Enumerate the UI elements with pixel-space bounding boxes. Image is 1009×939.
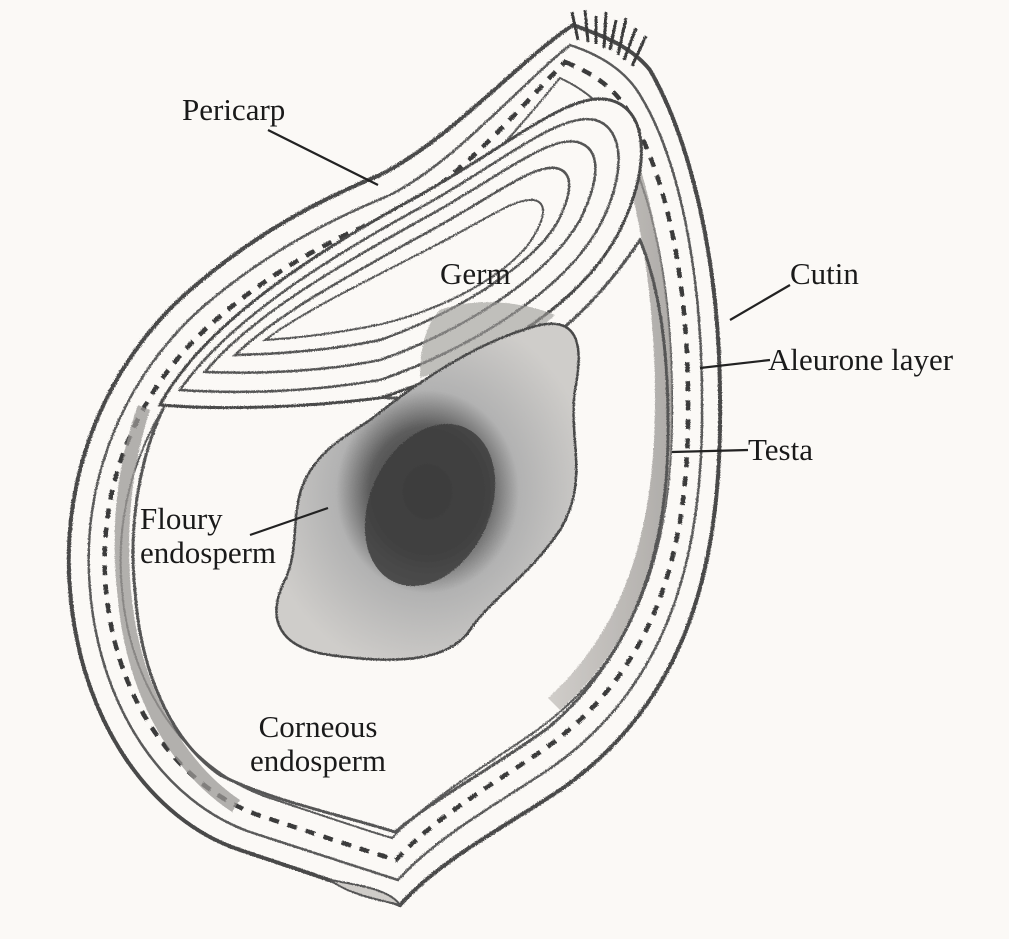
pericarp-leader xyxy=(268,130,378,185)
aleurone-leader xyxy=(700,360,770,368)
floury-endosperm-label: Floury endosperm xyxy=(140,502,276,570)
pericarp-label: Pericarp xyxy=(182,93,285,127)
aleurone-layer-label: Aleurone layer xyxy=(768,343,953,377)
corneous-endosperm-label: Corneous endosperm xyxy=(250,710,386,778)
floury-endosperm-label-line1: Floury xyxy=(140,502,276,536)
germ-label: Germ xyxy=(440,257,511,291)
cutin-label: Cutin xyxy=(790,257,859,291)
cutin-leader xyxy=(730,285,790,320)
testa-leader xyxy=(672,450,748,452)
corneous-endosperm-label-line1: Corneous xyxy=(250,710,386,744)
corneous-endosperm-label-line2: endosperm xyxy=(250,744,386,778)
testa-label: Testa xyxy=(748,433,813,467)
floury-endosperm-label-line2: endosperm xyxy=(140,536,276,570)
